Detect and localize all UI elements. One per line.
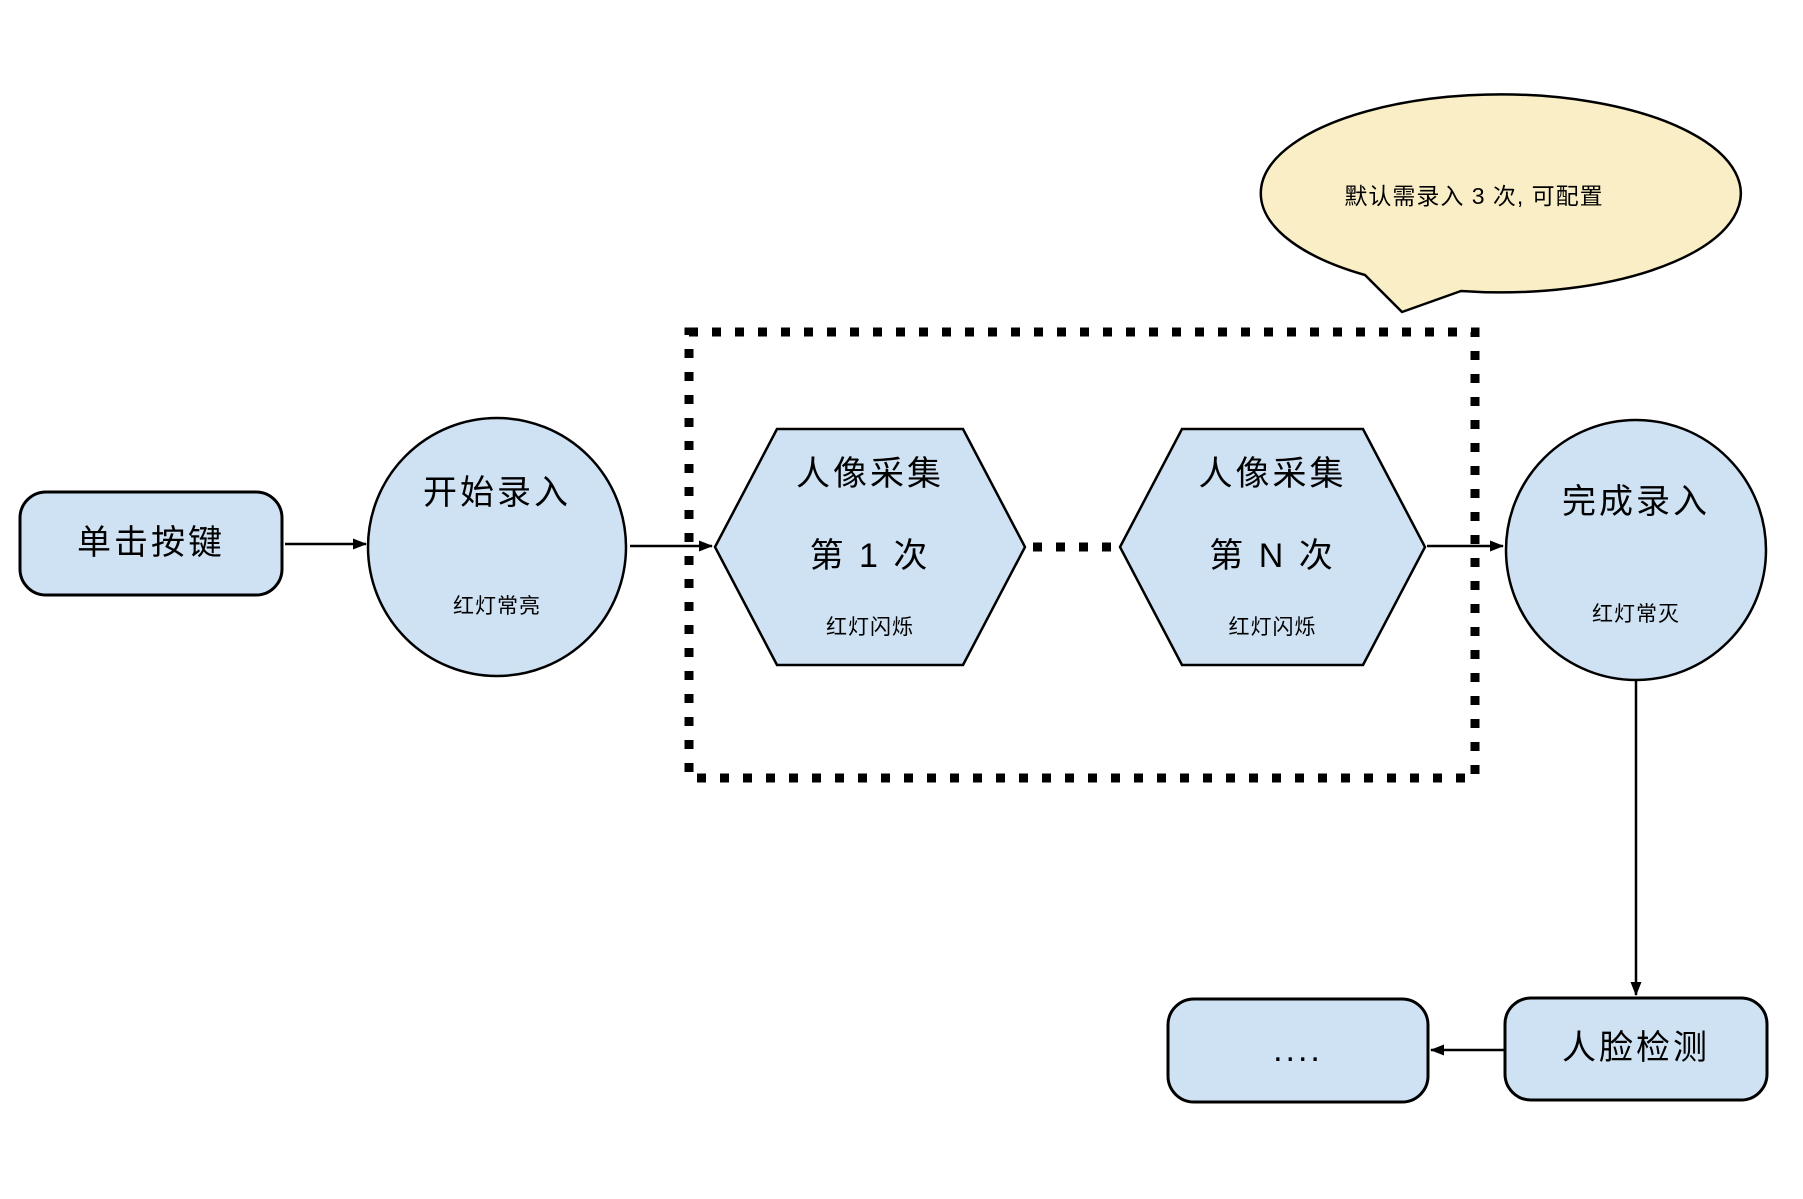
start-entry-status: 红灯常亮 (453, 594, 541, 618)
capture-1-node-shape (713, 427, 1027, 667)
capture-loop-dotted-boundary (684, 327, 1480, 783)
capture-1-status: 红灯闪烁 (826, 615, 914, 639)
finish-entry-node-shape (1504, 418, 1768, 682)
finish-entry-title: 完成录入 (1562, 483, 1710, 522)
more-steps-label: .... (1273, 1030, 1323, 1069)
more-steps-node-shape (1166, 997, 1430, 1104)
face-detection-label: 人脸检测 (1562, 1029, 1710, 1068)
callout-text: 默认需录入 3 次, 可配置 (1344, 182, 1604, 209)
finish-entry-status: 红灯常灭 (1592, 602, 1680, 626)
capture-n-subtitle: 第 N 次 (1209, 537, 1336, 576)
start-entry-node-shape (366, 416, 628, 678)
capture-n-title: 人像采集 (1198, 455, 1347, 494)
click-button-node-shape (18, 490, 284, 597)
start-entry-title: 开始录入 (423, 474, 571, 513)
capture-n-status: 红灯闪烁 (1228, 615, 1317, 639)
capture-1-title: 人像采集 (796, 455, 944, 494)
face-detection-node-shape (1503, 996, 1769, 1102)
callout-bubble-shape (1259, 93, 1742, 314)
click-button-label: 单击按键 (77, 523, 225, 562)
capture-n-node-shape (1118, 427, 1427, 667)
capture-1-subtitle: 第 1 次 (809, 537, 931, 576)
